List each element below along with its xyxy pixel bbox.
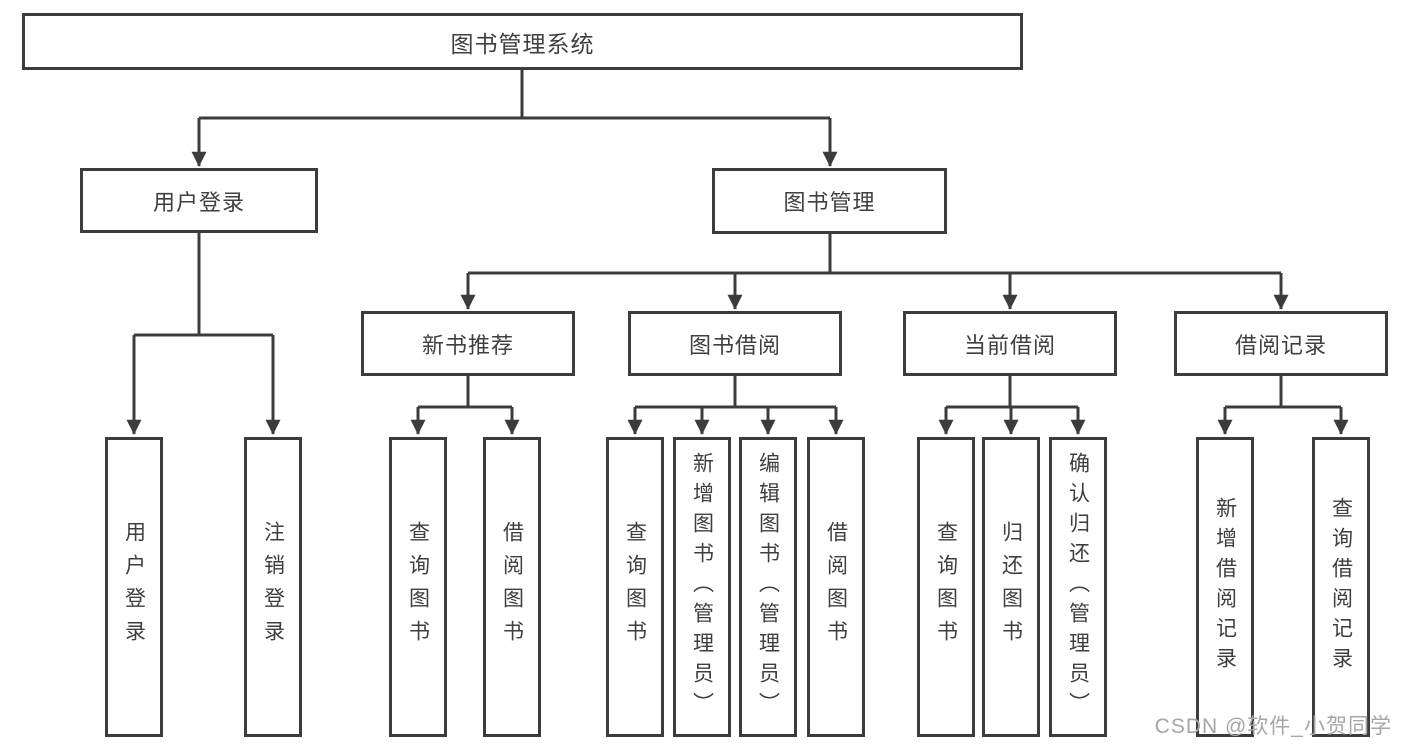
node-new-book-recommendation: 新书推荐: [361, 311, 575, 376]
leaf-borrow-books: 借阅图书: [807, 437, 865, 737]
leaf-label: 归还图书: [999, 521, 1023, 653]
leaf-query-books-current: 查询图书: [917, 437, 975, 737]
leaf-query-books-rec: 查询图书: [389, 437, 447, 737]
leaf-user-login: 用户登录: [105, 437, 163, 737]
leaf-label: 查询图书: [406, 521, 430, 653]
leaf-label: 确认归还（管理员）: [1066, 452, 1090, 722]
leaf-label: 新增图书（管理员）: [690, 452, 714, 722]
leaf-label: 查询借阅记录: [1329, 497, 1353, 677]
leaf-label: 用户登录: [122, 521, 146, 653]
leaf-label: 借阅图书: [824, 521, 848, 653]
leaf-edit-books-admin: 编辑图书（管理员）: [739, 437, 797, 737]
leaf-confirm-return-admin: 确认归还（管理员）: [1049, 437, 1107, 737]
leaf-label: 新增借阅记录: [1213, 497, 1237, 677]
node-current-borrowing: 当前借阅: [903, 311, 1117, 376]
leaf-add-borrow-record: 新增借阅记录: [1196, 437, 1254, 737]
node-user-login: 用户登录: [80, 168, 318, 233]
leaf-logout: 注销登录: [244, 437, 302, 737]
leaf-query-borrow-record: 查询借阅记录: [1312, 437, 1370, 737]
leaf-label: 注销登录: [261, 521, 285, 653]
leaf-label: 借阅图书: [500, 521, 524, 653]
node-book-management: 图书管理: [712, 168, 947, 234]
leaf-label: 查询图书: [934, 521, 958, 653]
leaf-borrow-books-rec: 借阅图书: [483, 437, 541, 737]
node-library-management-system: 图书管理系统: [22, 13, 1023, 70]
leaf-return-books: 归还图书: [982, 437, 1040, 737]
leaf-add-books-admin: 新增图书（管理员）: [673, 437, 731, 737]
node-borrowing-records: 借阅记录: [1174, 311, 1388, 376]
leaf-query-books-borrow: 查询图书: [606, 437, 664, 737]
node-book-borrowing: 图书借阅: [628, 311, 842, 376]
csdn-watermark: CSDN @软件_小贺同学: [1154, 715, 1392, 738]
leaf-label: 编辑图书（管理员）: [756, 452, 780, 722]
leaf-label: 查询图书: [623, 521, 647, 653]
